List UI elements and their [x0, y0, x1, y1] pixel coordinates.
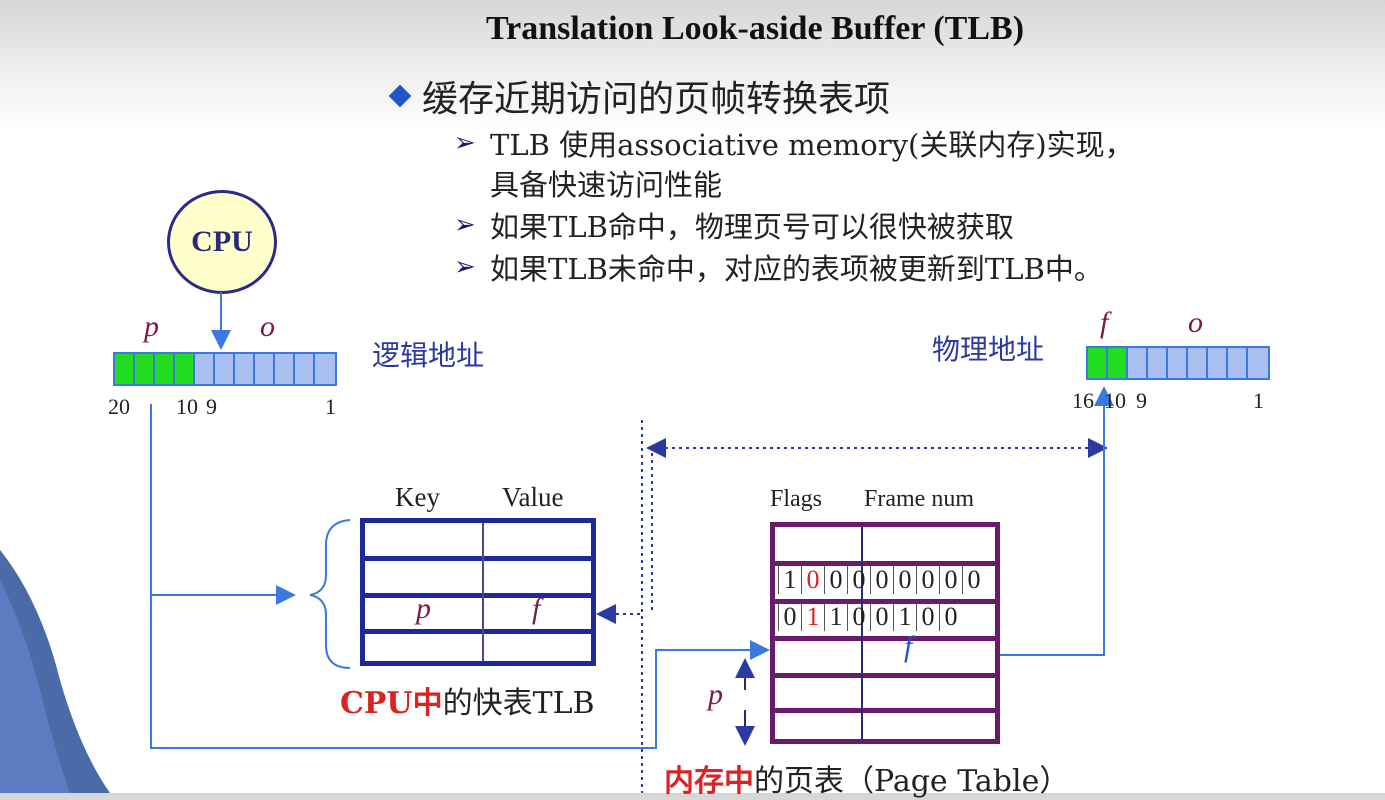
tlb-caption-rest: 的快表TLB [443, 686, 595, 721]
pt-index-label: p [708, 678, 723, 712]
bit-cell: 0 [847, 566, 870, 594]
bit-cell: 1 [801, 603, 824, 631]
bit-cell: 0 [939, 603, 962, 631]
page-table [770, 522, 1000, 744]
bit-cell: 0 [916, 603, 939, 631]
presenter-silhouette [0, 520, 120, 793]
bit-cell: 0 [893, 566, 916, 594]
pt-frame-header: Frame num [864, 486, 974, 513]
tlb-table [360, 518, 596, 666]
pt-caption-red: 内存中 [664, 764, 754, 799]
tlb-key-entry: p [416, 592, 431, 626]
bit-cell: 1 [893, 603, 916, 631]
pt-caption-rest: 的页表（Page Table） [754, 764, 1069, 799]
logical-page-label: p [144, 310, 159, 344]
physical-address-bar [1086, 346, 1270, 380]
bit-cell: 1 [824, 603, 847, 631]
bit-cell: 0 [962, 566, 985, 594]
tick-9: 9 [206, 394, 217, 420]
tick-9: 9 [1136, 388, 1147, 414]
tlb-value-entry: f [532, 592, 540, 626]
bit-cell: 0 [824, 566, 847, 594]
tick-20: 20 [108, 394, 130, 420]
physical-address-label: 物理地址 [932, 328, 1044, 368]
logical-address-label: 逻辑地址 [372, 334, 484, 374]
bit-cell: 0 [870, 603, 893, 631]
pt-flags-header: Flags [770, 486, 822, 513]
pt-frame-entry: f [904, 630, 912, 664]
bit-cell: 0 [939, 566, 962, 594]
tlb-value-header: Value [502, 482, 563, 513]
tlb-caption-red: CPU中 [340, 686, 443, 721]
tick-10: 10 [176, 394, 198, 420]
bit-cell: 1 [778, 566, 801, 594]
bit-cell: 0 [778, 603, 801, 631]
tick-1: 1 [1253, 388, 1264, 414]
bit-cell: 0 [801, 566, 824, 594]
tlb-brace [310, 520, 350, 668]
pagetable-to-physical-arrow [1000, 390, 1104, 655]
logical-offset-label: o [260, 310, 275, 344]
bit-cell: 0 [847, 603, 870, 631]
tick-10: 10 [1104, 388, 1126, 414]
logical-address-bar [113, 352, 337, 386]
bit-cell: 0 [916, 566, 939, 594]
physical-offset-label: o [1188, 306, 1203, 340]
tick-16: 16 [1072, 388, 1094, 414]
bit-cell: 0 [870, 566, 893, 594]
tick-1: 1 [325, 394, 336, 420]
physical-frame-label: f [1100, 306, 1108, 340]
tlb-key-header: Key [395, 482, 440, 513]
pt-caption: 内存中的页表（Page Table） [664, 756, 1069, 800]
tlb-caption: CPU中的快表TLB [340, 678, 595, 722]
logical-to-tlb-arrow [151, 404, 292, 595]
